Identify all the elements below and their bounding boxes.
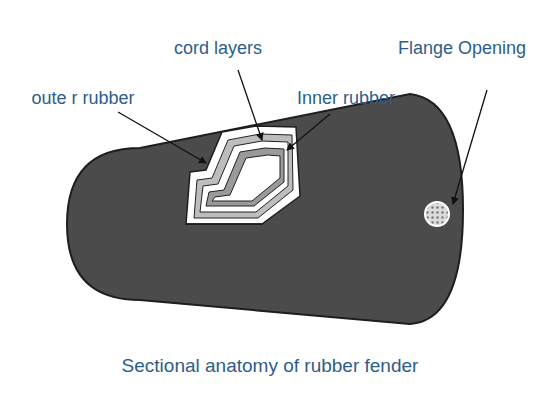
- part-label: Flange Opening: [398, 38, 526, 60]
- part-label: Inner rubber: [297, 88, 395, 110]
- flange-opening: [425, 202, 449, 226]
- part-label: oute r rubber: [31, 88, 134, 110]
- part-label: cord layers: [174, 38, 262, 60]
- fender-body: [67, 94, 463, 324]
- cutaway-section: [186, 126, 300, 224]
- caption: Sectional anatomy of rubber fender: [122, 355, 419, 378]
- leader-lines: [118, 70, 487, 204]
